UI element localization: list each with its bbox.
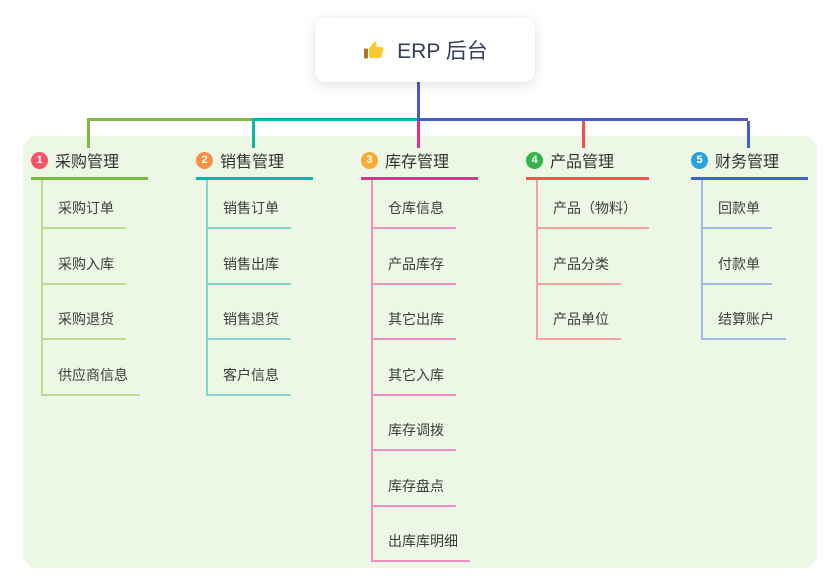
branch-drop-line	[87, 121, 90, 148]
branch-badge-number: 3	[361, 151, 378, 169]
branch-4: 4 产品管理产品（物料） 产品分类产品单位	[526, 148, 649, 340]
child-node[interactable]: 回款单	[703, 198, 772, 229]
child-node[interactable]: 采购订单	[43, 198, 126, 229]
child-node[interactable]: 产品（物料）	[538, 198, 649, 229]
child-node-row: 出库库明细	[373, 507, 470, 562]
child-node[interactable]: 付款单	[703, 254, 772, 285]
branch-children: 产品（物料） 产品分类产品单位	[536, 180, 649, 340]
branch-children: 销售订单销售出库销售退货客户信息	[206, 180, 291, 396]
branch-children: 仓库信息产品库存其它出库其它入库库存调拨库存盘点出库库明细	[371, 180, 470, 562]
branch-badge-number: 5	[691, 151, 708, 169]
branch-label: 财务管理	[715, 154, 780, 171]
thumbs-up-icon	[362, 38, 386, 62]
branch-label: 产品管理	[550, 154, 615, 171]
child-node-row: 付款单	[703, 229, 786, 285]
branch-badge-number: 4	[526, 151, 543, 169]
branch-children: 回款单付款单结算账户	[701, 180, 786, 340]
branch-drop-line	[747, 121, 750, 148]
child-node-row: 产品分类	[538, 229, 649, 285]
branch-header-4[interactable]: 4 产品管理	[526, 148, 649, 180]
bar-segment-left	[87, 118, 252, 121]
child-node-row: 采购退货	[43, 285, 140, 340]
child-node-row: 库存调拨	[373, 396, 470, 451]
child-node-row: 销售订单	[208, 180, 291, 229]
child-node-row: 库存盘点	[373, 451, 470, 507]
child-node-row: 结算账户	[703, 285, 786, 340]
branch-3: 3 库存管理仓库信息产品库存其它出库其它入库库存调拨库存盘点出库库明细	[361, 148, 478, 562]
child-node[interactable]: 采购退货	[43, 309, 126, 340]
child-node-row: 仓库信息	[373, 180, 470, 229]
child-node[interactable]: 销售出库	[208, 254, 291, 285]
child-node[interactable]: 结算账户	[703, 309, 786, 340]
child-node-row: 采购订单	[43, 180, 140, 229]
child-node-row: 客户信息	[208, 340, 291, 396]
branch-badge-number: 2	[196, 151, 213, 169]
child-node[interactable]: 其它出库	[373, 309, 456, 340]
child-node-row: 产品（物料）	[538, 180, 649, 229]
mindmap-background-panel	[23, 136, 817, 568]
child-node[interactable]: 仓库信息	[373, 198, 456, 229]
branch-badge-number: 1	[31, 151, 48, 169]
bar-segment-middle	[252, 118, 417, 121]
child-node-row: 其它入库	[373, 340, 470, 396]
child-node[interactable]: 销售订单	[208, 198, 291, 229]
child-node[interactable]: 采购入库	[43, 254, 126, 285]
child-node-row: 产品单位	[538, 285, 649, 340]
child-node-row: 回款单	[703, 180, 786, 229]
child-node[interactable]: 库存盘点	[373, 476, 456, 507]
branch-drop-line	[417, 121, 420, 148]
branch-drop-line	[582, 121, 585, 148]
child-node[interactable]: 供应商信息	[43, 365, 140, 396]
child-node[interactable]: 产品分类	[538, 254, 621, 285]
branch-header-1[interactable]: 1 采购管理	[31, 148, 148, 180]
branch-header-3[interactable]: 3 库存管理	[361, 148, 478, 180]
branch-header-2[interactable]: 2 销售管理	[196, 148, 313, 180]
branch-label: 采购管理	[55, 154, 120, 171]
root-title: ERP 后台	[397, 40, 488, 63]
branch-drop-line	[252, 121, 255, 148]
branch-1: 1 采购管理采购订单采购入库采购退货供应商信息	[31, 148, 148, 396]
child-node-row: 供应商信息	[43, 340, 140, 396]
child-node-row: 销售出库	[208, 229, 291, 285]
branch-label: 库存管理	[385, 154, 450, 171]
child-node[interactable]: 产品库存	[373, 254, 456, 285]
branch-label: 销售管理	[220, 154, 285, 171]
bar-segment-right	[417, 118, 748, 121]
branch-2: 2 销售管理销售订单销售出库销售退货客户信息	[196, 148, 313, 396]
branch-header-5[interactable]: 5 财务管理	[691, 148, 808, 180]
child-node[interactable]: 库存调拨	[373, 420, 456, 451]
root-node-erp-backend[interactable]: ERP 后台	[315, 18, 535, 82]
branch-children: 采购订单采购入库采购退货供应商信息	[41, 180, 140, 396]
child-node-row: 其它出库	[373, 285, 470, 340]
child-node[interactable]: 产品单位	[538, 309, 621, 340]
child-node-row: 销售退货	[208, 285, 291, 340]
child-node[interactable]: 其它入库	[373, 365, 456, 396]
child-node[interactable]: 客户信息	[208, 365, 291, 396]
child-node-row: 产品库存	[373, 229, 470, 285]
child-node[interactable]: 出库库明细	[373, 531, 470, 562]
branch-5: 5 财务管理回款单付款单结算账户	[691, 148, 808, 340]
child-node[interactable]: 销售退货	[208, 309, 291, 340]
root-stem-line	[417, 82, 420, 121]
child-node-row: 采购入库	[43, 229, 140, 285]
